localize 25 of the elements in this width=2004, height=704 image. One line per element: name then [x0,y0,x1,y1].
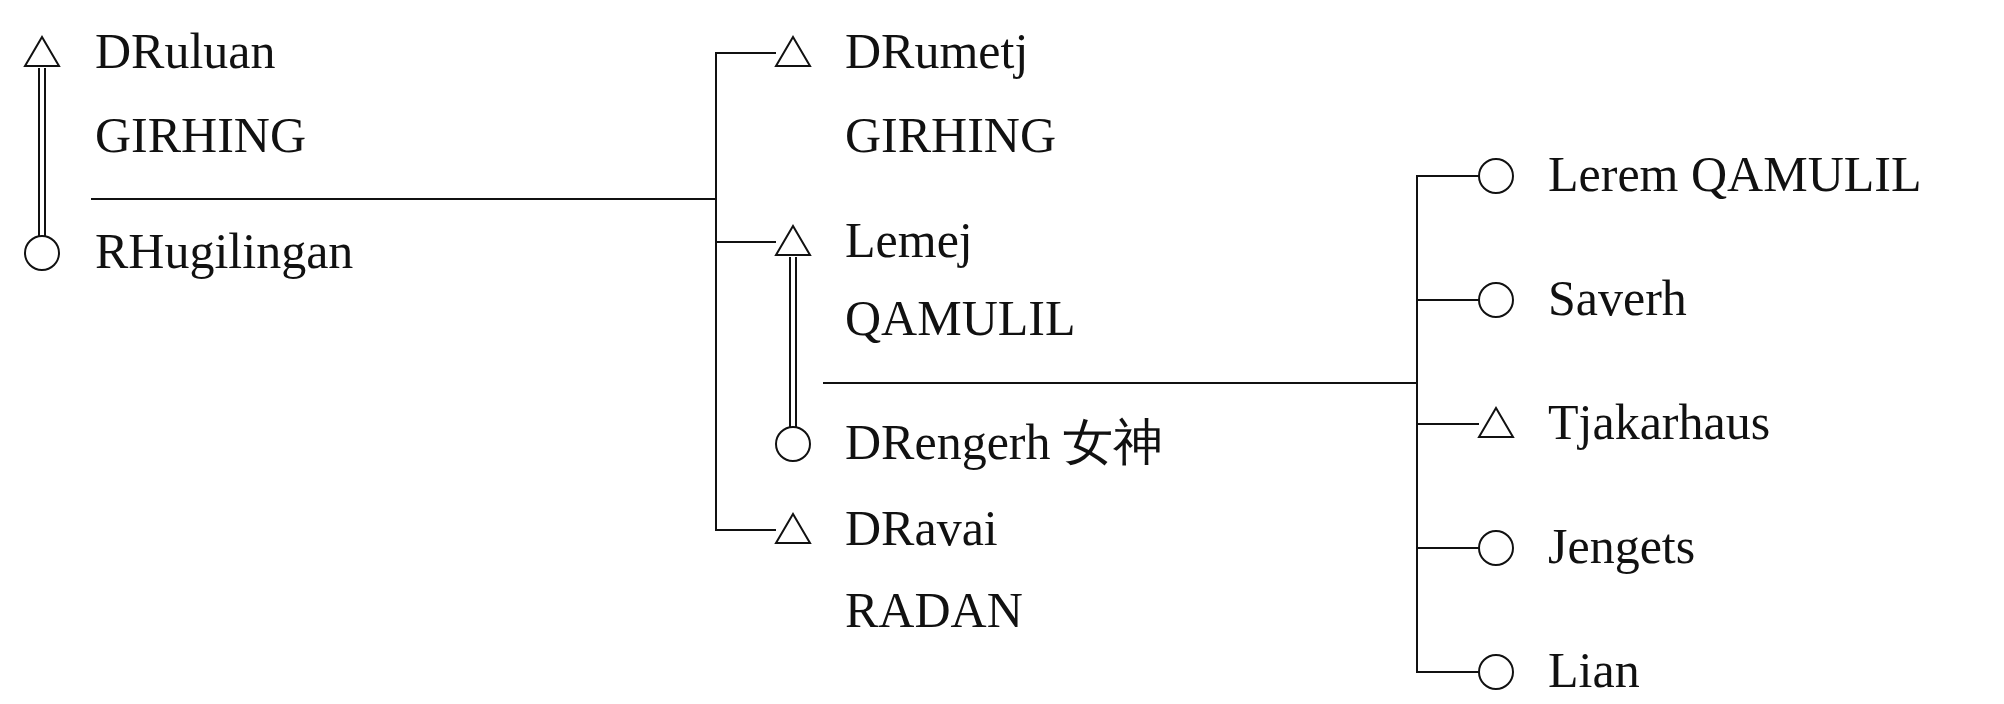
person-name: DRengerh 女神 [845,416,1163,468]
double-line [789,256,797,428]
person-name: DRuluan [95,25,276,77]
circle-symbol [1477,653,1515,691]
circle-symbol [23,234,61,272]
circle-symbol [1477,529,1515,567]
person-name: Lemej [845,214,973,266]
person-name: Jengets [1548,520,1696,572]
group-name: GIRHING [845,109,1057,161]
circle-symbol [1477,157,1515,195]
person-name: Tjakarhaus [1548,396,1771,448]
person-name: DRumetj [845,25,1029,77]
person-name: DRavai [845,502,998,554]
group-name: RADAN [845,584,1023,636]
group-name: GIRHING [95,109,307,161]
person-name: Lerem QAMULIL [1548,148,1922,200]
group-name: QAMULIL [845,292,1076,344]
circle-symbol [1477,281,1515,319]
person-name: Saverh [1548,272,1687,324]
descent-line [90,198,777,531]
person-name: RHugilingan [95,225,354,277]
descent-line [822,382,1480,673]
double-line [38,67,46,237]
person-name: Lian [1548,644,1640,696]
circle-symbol [774,425,812,463]
